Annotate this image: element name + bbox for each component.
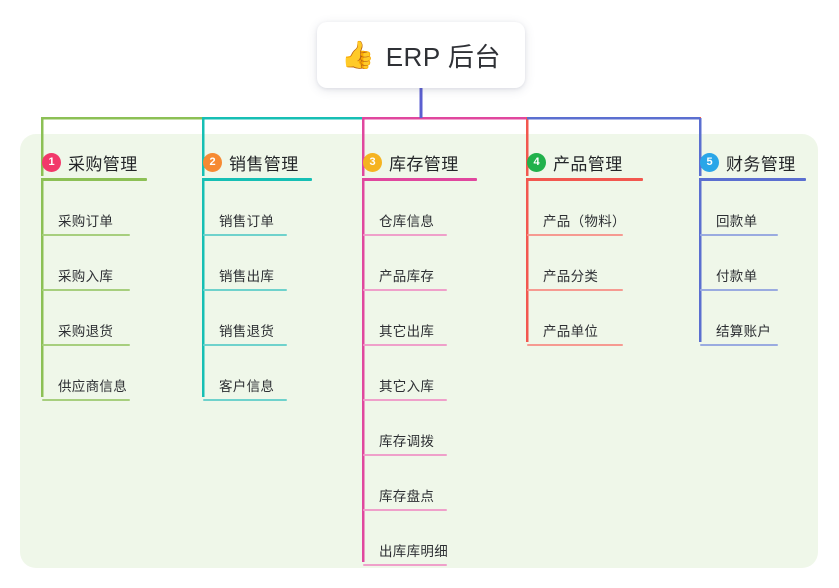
branch-header-5[interactable]: 5 财务管理 (700, 150, 796, 175)
branch-title: 财务管理 (726, 155, 796, 174)
leaf-item[interactable]: 采购订单 (42, 210, 130, 236)
branch-number-badge: 3 (363, 153, 382, 172)
leaf-item[interactable]: 采购入库 (42, 265, 130, 291)
leaf-underline (363, 454, 447, 456)
leaf-item[interactable]: 其它入库 (363, 375, 447, 401)
leaf-item[interactable]: 销售出库 (203, 265, 287, 291)
leaf-label: 产品分类 (543, 269, 599, 284)
branch-header-2[interactable]: 2 销售管理 (203, 150, 299, 175)
leaf-label: 客户信息 (219, 379, 275, 394)
branch-header-1[interactable]: 1 采购管理 (42, 150, 138, 175)
branch-title: 库存管理 (389, 155, 459, 174)
thumbs-up-icon: 👍 (341, 39, 375, 70)
leaf-label: 销售订单 (219, 214, 275, 229)
diagram-background-panel (20, 134, 818, 568)
leaf-underline (527, 289, 623, 291)
branch-underline (527, 178, 643, 181)
leaf-underline (203, 289, 287, 291)
branch-number-badge: 1 (42, 153, 61, 172)
branch-number-badge: 2 (203, 153, 222, 172)
leaf-underline (363, 399, 447, 401)
branch-underline (203, 178, 312, 181)
leaf-label: 采购入库 (58, 269, 114, 284)
leaf-label: 产品单位 (543, 324, 599, 339)
leaf-item[interactable]: 销售退货 (203, 320, 287, 346)
leaf-label: 回款单 (716, 214, 758, 229)
branch-underline (42, 178, 147, 181)
leaf-item[interactable]: 回款单 (700, 210, 778, 236)
leaf-item[interactable]: 产品分类 (527, 265, 623, 291)
leaf-item[interactable]: 产品库存 (363, 265, 447, 291)
leaf-underline (203, 344, 287, 346)
leaf-underline (700, 344, 778, 346)
leaf-underline (527, 344, 623, 346)
leaf-underline (700, 289, 778, 291)
leaf-label: 付款单 (716, 269, 758, 284)
leaf-underline (42, 399, 130, 401)
root-node-label: ERP 后台 (385, 41, 501, 72)
branch-title: 销售管理 (229, 155, 299, 174)
leaf-item[interactable]: 供应商信息 (42, 375, 130, 401)
leaf-item[interactable]: 产品单位 (527, 320, 623, 346)
leaf-label: 销售出库 (219, 269, 275, 284)
leaf-label: 其它入库 (379, 379, 435, 394)
leaf-item[interactable]: 其它出库 (363, 320, 447, 346)
leaf-item[interactable]: 销售订单 (203, 210, 287, 236)
branch-header-3[interactable]: 3 库存管理 (363, 150, 459, 175)
leaf-label: 产品（物料） (543, 214, 626, 229)
leaf-label: 出库库明细 (379, 544, 448, 559)
leaf-underline (203, 399, 287, 401)
leaf-item[interactable]: 仓库信息 (363, 210, 447, 236)
leaf-underline (363, 509, 447, 511)
leaf-underline (363, 344, 447, 346)
leaf-underline (363, 289, 447, 291)
branch-header-4[interactable]: 4 产品管理 (527, 150, 623, 175)
leaf-item[interactable]: 客户信息 (203, 375, 287, 401)
leaf-item[interactable]: 采购退货 (42, 320, 130, 346)
leaf-item[interactable]: 结算账户 (700, 320, 778, 346)
leaf-item[interactable]: 产品（物料） (527, 210, 626, 236)
root-node[interactable]: 👍 ERP 后台 (317, 22, 525, 88)
leaf-label: 销售退货 (219, 324, 275, 339)
leaf-item[interactable]: 付款单 (700, 265, 778, 291)
leaf-underline (527, 234, 623, 236)
leaf-item[interactable]: 出库库明细 (363, 540, 448, 566)
branch-title: 产品管理 (553, 155, 623, 174)
leaf-underline (363, 234, 447, 236)
leaf-underline (363, 564, 447, 566)
leaf-label: 其它出库 (379, 324, 435, 339)
leaf-label: 结算账户 (716, 324, 772, 339)
leaf-label: 供应商信息 (58, 379, 127, 394)
leaf-label: 库存调拨 (379, 434, 435, 449)
leaf-label: 采购退货 (58, 324, 114, 339)
leaf-label: 仓库信息 (379, 214, 435, 229)
branch-title: 采购管理 (68, 155, 138, 174)
leaf-label: 库存盘点 (379, 489, 435, 504)
leaf-underline (700, 234, 778, 236)
leaf-underline (203, 234, 287, 236)
branch-underline (700, 178, 806, 181)
leaf-item[interactable]: 库存调拨 (363, 430, 447, 456)
branch-number-badge: 4 (527, 153, 546, 172)
leaf-label: 产品库存 (379, 269, 435, 284)
leaf-underline (42, 289, 130, 291)
leaf-item[interactable]: 库存盘点 (363, 485, 447, 511)
leaf-label: 采购订单 (58, 214, 114, 229)
branch-number-badge: 5 (700, 153, 719, 172)
branch-underline (363, 178, 477, 181)
leaf-underline (42, 344, 130, 346)
leaf-underline (42, 234, 130, 236)
